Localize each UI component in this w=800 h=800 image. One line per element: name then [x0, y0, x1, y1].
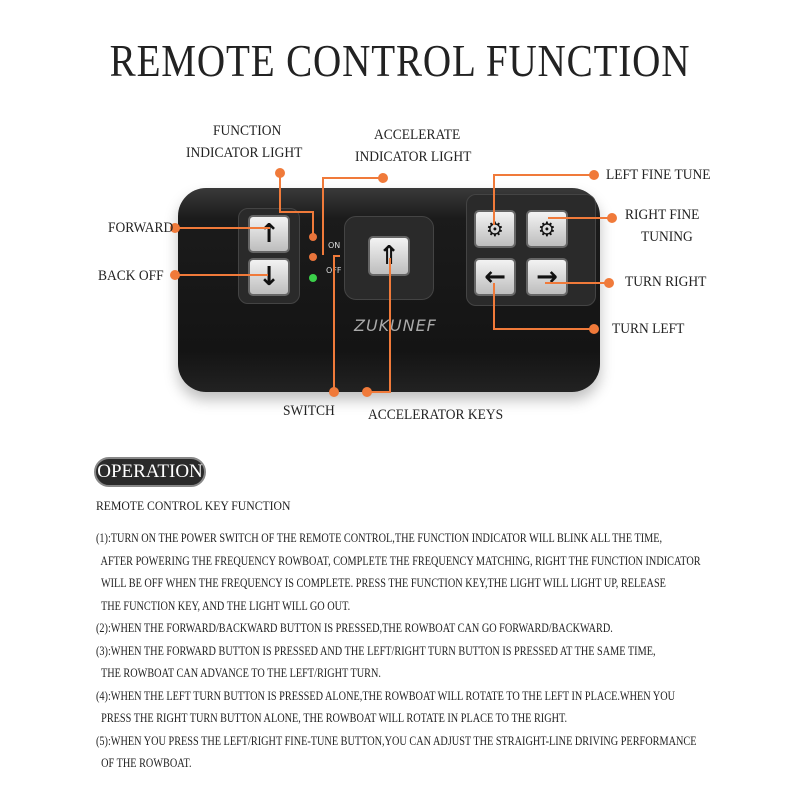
arrow-down-icon: ↓ [258, 262, 280, 292]
operation-line: PRESS THE RIGHT TURN BUTTON ALONE, THE R… [96, 711, 568, 725]
label-function-indicator-1: FUNCTION [213, 123, 282, 139]
turn-right-button[interactable]: → [526, 258, 568, 296]
power-led [309, 274, 317, 282]
label-accelerate-indicator-1: ACCELERATE [374, 127, 461, 143]
operation-line: (1):TURN ON THE POWER SWITCH OF THE REMO… [96, 531, 663, 545]
operation-line: THE ROWBOAT CAN ADVANCE TO THE LEFT/RIGH… [96, 666, 381, 680]
label-turn-right: TURN RIGHT [625, 274, 707, 290]
operation-line: (4):WHEN THE LEFT TURN BUTTON IS PRESSED… [96, 689, 676, 703]
operation-line: AFTER POWERING THE FREQUENCY ROWBOAT, CO… [96, 554, 701, 568]
operation-line: (5):WHEN YOU PRESS THE LEFT/RIGHT FINE-T… [96, 734, 697, 748]
accelerate-indicator-led [309, 253, 317, 261]
label-accelerator-keys: ACCELERATOR KEYS [368, 407, 504, 423]
operation-line: (3):WHEN THE FORWARD BUTTON IS PRESSED A… [96, 644, 656, 658]
switch-on-label: ON [328, 241, 341, 250]
double-chevron-up-icon: ⇑ [378, 241, 400, 271]
operation-subtitle: REMOTE CONTROL KEY FUNCTION [96, 498, 291, 513]
function-indicator-led [309, 233, 317, 241]
operation-line: OF THE ROWBOAT. [96, 756, 192, 770]
label-forward: FORWARD [108, 220, 174, 236]
arrow-left-icon: ← [484, 262, 506, 292]
operation-line: (2):WHEN THE FORWARD/BACKWARD BUTTON IS … [96, 621, 613, 635]
label-left-fine-tune: LEFT FINE TUNE [606, 167, 711, 183]
label-right-fine-tuning-1: RIGHT FINE [625, 207, 700, 223]
arrow-up-icon: ↑ [258, 219, 280, 249]
forward-button[interactable]: ↑ [248, 215, 290, 253]
brand-logo: ZUKUNEF [354, 316, 437, 335]
label-switch: SWITCH [283, 403, 335, 419]
back-button[interactable]: ↓ [248, 258, 290, 296]
leader-lines [170, 168, 617, 397]
operation-line: THE FUNCTION KEY, AND THE LIGHT WILL GO … [96, 599, 351, 613]
label-function-indicator-2: INDICATOR LIGHT [186, 145, 303, 161]
arrow-right-icon: → [536, 262, 558, 292]
gear-icon: ⚙ [538, 217, 556, 241]
label-back-off: BACK OFF [98, 268, 164, 284]
gear-icon: ⚙ [486, 217, 504, 241]
label-accelerate-indicator-2: INDICATOR LIGHT [355, 149, 472, 165]
label-right-fine-tuning-2: TUNING [641, 229, 693, 245]
page-title: REMOTE CONTROL FUNCTION [109, 35, 691, 86]
operation-badge: OPERATION [94, 457, 206, 487]
right-fine-tune-button[interactable]: ⚙ [526, 210, 568, 248]
label-turn-left: TURN LEFT [612, 321, 685, 337]
operation-line: WILL BE OFF WHEN THE FREQUENCY IS COMPLE… [96, 576, 666, 590]
